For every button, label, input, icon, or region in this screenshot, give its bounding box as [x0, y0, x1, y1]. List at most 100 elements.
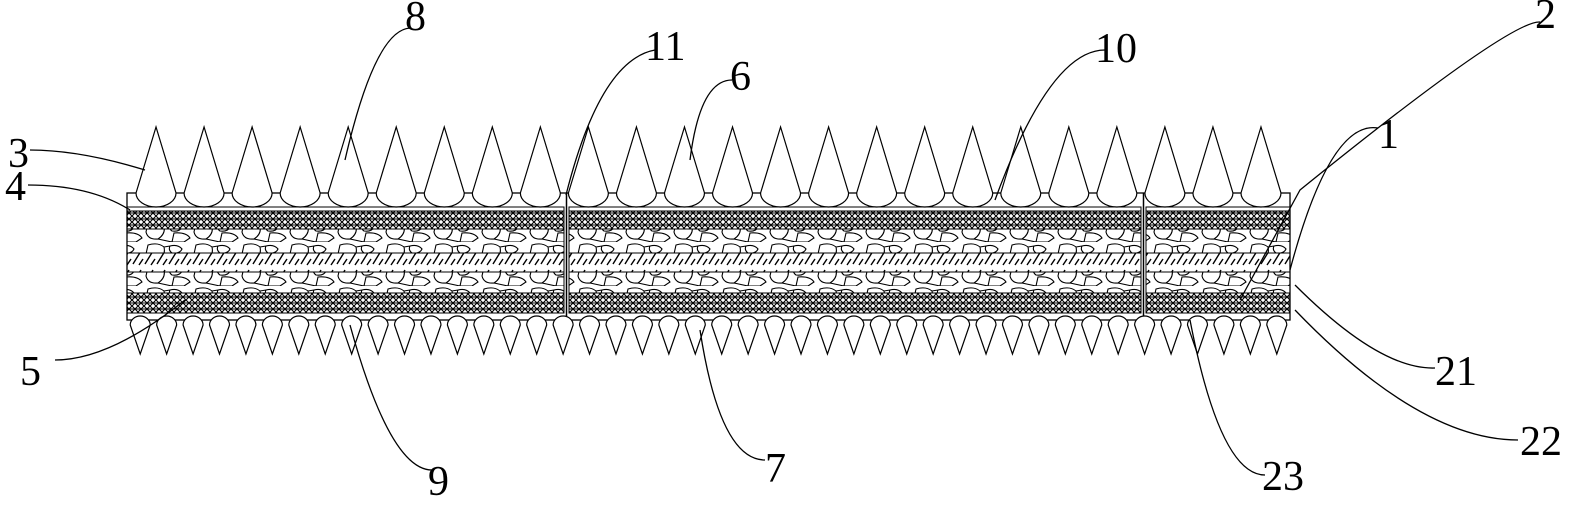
top-cone: [808, 124, 850, 208]
mat-body: [126, 192, 1291, 321]
top-cone: [856, 124, 898, 208]
bottom-cone: [1160, 315, 1182, 356]
top-cone: [952, 124, 994, 208]
bottom-cone: [763, 315, 786, 356]
top-cone: [519, 124, 561, 208]
bottom-cone: [896, 315, 918, 356]
label-21: 21: [1435, 349, 1477, 395]
bottom-cone: [737, 315, 759, 356]
label-5: 5: [20, 349, 41, 395]
top-cone: [183, 124, 225, 208]
top-cone: [1192, 124, 1234, 208]
mesh-layer: [1145, 210, 1291, 230]
top-cone: [711, 124, 754, 208]
bottom-cone: [1213, 315, 1235, 356]
gravel-layer: [1145, 228, 1291, 254]
bottom-cone: [843, 315, 865, 356]
mesh-layer: [568, 210, 1142, 230]
label-8: 8: [405, 0, 426, 40]
gravel-layer: [1145, 271, 1291, 294]
bottom-cone: [499, 315, 521, 356]
bottom-cone: [869, 315, 891, 356]
bottom-cone: [1186, 315, 1209, 356]
gravel-layer: [126, 228, 565, 254]
mesh-layer: [126, 210, 565, 230]
top-cone: [904, 124, 946, 208]
bottom-cone: [208, 315, 231, 356]
top-cone: [231, 124, 273, 208]
top-cone: [1048, 124, 1090, 208]
bottom-cone: [631, 315, 654, 356]
top-cone: [1000, 124, 1042, 208]
bottom-cone: [975, 315, 997, 356]
bottom-cone: [949, 315, 971, 356]
bottom-cone: [341, 315, 363, 356]
label-6: 6: [730, 54, 751, 100]
gap: [1145, 206, 1291, 212]
label-11: 11: [645, 24, 685, 70]
top-cone: [615, 124, 658, 208]
label-7: 7: [765, 446, 786, 492]
reference-numerals: 3 4 8 11 6 10 2 1 5 9 7 21 22 23: [5, 0, 1562, 505]
label-9: 9: [428, 459, 449, 505]
label-1: 1: [1378, 112, 1399, 158]
gap: [126, 206, 565, 212]
bottom-cone: [182, 315, 204, 356]
bottom-cone: [367, 315, 389, 356]
core-layer: [1145, 252, 1291, 273]
label-4: 4: [5, 164, 26, 210]
label-3: 3: [8, 131, 29, 177]
top-cone: [1096, 124, 1138, 208]
bottom-cone: [156, 315, 178, 356]
top-cone: [279, 124, 321, 208]
leader-lines: [27, 21, 1541, 476]
top-cone: [423, 124, 465, 208]
mesh-layer: [1145, 292, 1291, 314]
bottom-cone: [1239, 315, 1261, 356]
gravel-layer: [126, 271, 565, 294]
gap: [568, 206, 1142, 212]
top-cone: [663, 124, 706, 208]
bottom-cone: [1266, 315, 1288, 356]
bottom-cone: [393, 315, 416, 356]
bottom-cone: [446, 315, 468, 356]
bottom-cone: [1001, 315, 1024, 356]
bottom-cone: [605, 315, 627, 356]
bottom-cone: [1028, 315, 1050, 356]
core-layer: [568, 252, 1142, 273]
bottom-cone: [552, 315, 574, 356]
bottom-cone: [288, 315, 310, 356]
mesh-layer: [126, 292, 565, 314]
cones: [129, 124, 1288, 356]
label-22: 22: [1520, 419, 1562, 465]
top-cone: [471, 124, 513, 208]
top-cone: [135, 124, 177, 208]
bottom-cone: [420, 315, 442, 356]
bottom-cone: [658, 315, 680, 356]
bottom-cone: [711, 315, 733, 356]
top-cone: [567, 124, 609, 208]
label-2: 2: [1535, 0, 1556, 38]
label-10: 10: [1095, 26, 1137, 72]
top-cone: [375, 124, 417, 208]
label-23: 23: [1262, 454, 1304, 500]
top-cone: [1144, 124, 1186, 208]
mesh-layer: [568, 292, 1142, 314]
bottom-cone: [526, 315, 548, 356]
bottom-cone: [1134, 315, 1156, 356]
bottom-cone: [235, 315, 257, 356]
bottom-cone: [1054, 315, 1076, 356]
gravel-layer: [568, 228, 1142, 254]
top-cone: [759, 124, 802, 208]
bottom-cone: [261, 315, 283, 356]
bottom-cone: [314, 315, 336, 356]
bottom-cone: [790, 315, 812, 356]
bottom-cone: [473, 315, 495, 356]
bottom-cone: [1107, 315, 1129, 356]
bottom-cone: [816, 315, 839, 356]
gravel-layer: [568, 271, 1142, 294]
bottom-cone: [922, 315, 944, 356]
bottom-cone: [684, 315, 706, 356]
